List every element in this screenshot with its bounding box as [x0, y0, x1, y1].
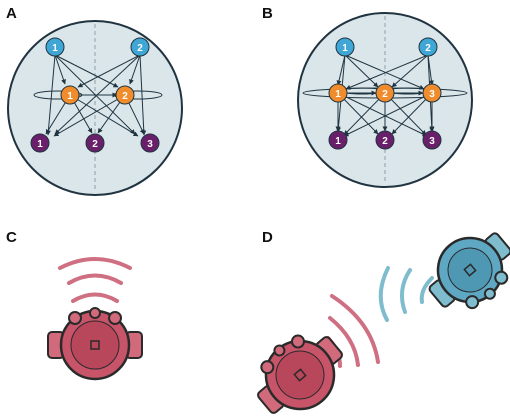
- node-label: 2: [425, 43, 431, 54]
- node-label: 1: [335, 136, 341, 147]
- output-node: [328, 130, 348, 150]
- output-node: [422, 130, 442, 150]
- panel-a: A 1 2: [6, 5, 183, 196]
- robot-center-chip: [293, 368, 307, 382]
- panel-a-letter: A: [6, 5, 17, 22]
- node-label: 1: [335, 89, 341, 100]
- robot-body-inner: [447, 247, 493, 293]
- input-node: [45, 37, 65, 57]
- output-node: [140, 133, 160, 153]
- hidden-nodes-a: 1 2: [60, 85, 135, 105]
- robot-sensor-left: [260, 360, 275, 375]
- node-label: 2: [382, 89, 388, 100]
- hidden-nodes-b: 1 2 3: [328, 83, 442, 103]
- sound-waves-blue-d: [378, 266, 434, 322]
- robot-sensor-mid: [483, 287, 496, 300]
- panel-d: D: [257, 229, 510, 414]
- hidden-node: [60, 85, 80, 105]
- robot-sensor-right: [290, 334, 305, 349]
- recurrent-loops-a: [33, 90, 163, 100]
- node-label: 3: [429, 89, 435, 100]
- panel-c-letter: C: [6, 229, 17, 246]
- robot-body-inner: [275, 350, 325, 400]
- hidden-node: [422, 83, 442, 103]
- panel-b: B: [262, 5, 473, 188]
- node-label: 2: [92, 139, 98, 150]
- output-nodes-b: 1 2 3: [328, 130, 442, 150]
- robot-center-chip: [90, 340, 100, 350]
- output-nodes-a: 1 2 3: [30, 133, 160, 153]
- hidden-node: [328, 83, 348, 103]
- robot-sensor-mid: [89, 307, 101, 319]
- sound-waves-c: [58, 257, 132, 303]
- node-label: 3: [147, 139, 153, 150]
- robot-red-c: [47, 307, 143, 381]
- input-node: [335, 37, 355, 57]
- hidden-node: [375, 83, 395, 103]
- panel-b-letter: B: [262, 5, 273, 22]
- robot-sensor-mid: [273, 344, 286, 357]
- robot-body-inner: [70, 320, 120, 370]
- node-label: 2: [382, 136, 388, 147]
- edges-b: [335, 54, 435, 137]
- robot-sensor-left: [68, 311, 82, 325]
- robot-sensor-right: [108, 311, 122, 325]
- robot-red-d: [257, 334, 343, 414]
- node-label: 1: [52, 43, 58, 54]
- robot-blue-d: [428, 232, 510, 310]
- input-nodes-b: 1 2: [335, 37, 438, 57]
- hidden-node: [115, 85, 135, 105]
- node-label: 1: [342, 43, 348, 54]
- node-label: 3: [429, 136, 435, 147]
- input-nodes-a: 1 2: [45, 37, 150, 57]
- node-label: 2: [122, 91, 128, 102]
- robot-center-chip: [463, 263, 477, 277]
- output-node: [375, 130, 395, 150]
- input-node: [418, 37, 438, 57]
- edges-a: [45, 54, 147, 137]
- output-node: [85, 133, 105, 153]
- robot-sensor-right: [465, 295, 480, 310]
- panel-d-letter: D: [262, 229, 273, 246]
- output-node: [30, 133, 50, 153]
- input-node: [130, 37, 150, 57]
- node-label: 1: [67, 91, 73, 102]
- robot-sensor-left: [494, 270, 509, 285]
- node-label: 2: [137, 43, 143, 54]
- panel-c: C: [6, 229, 143, 381]
- node-label: 1: [37, 139, 43, 150]
